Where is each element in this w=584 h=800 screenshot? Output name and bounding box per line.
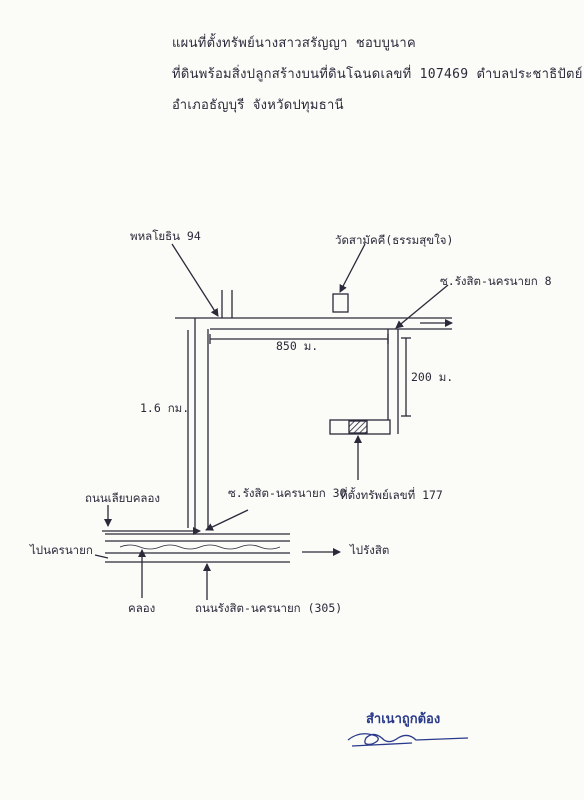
signature [347, 733, 469, 747]
label-distance-200: 200 ม. [411, 370, 454, 384]
header-line-2: ที่ดินพร้อมสิ่งปลูกสร้างบนที่ดินโฉนดเลขท… [172, 67, 583, 82]
temple-leader [339, 243, 366, 293]
label-distance-16: 1.6 กม. [140, 401, 190, 415]
property-hatched [348, 420, 368, 434]
label-canal-road: ถนนเลียบคลอง [85, 491, 160, 505]
label-distance-850: 850 ม. [276, 339, 319, 353]
certified-copy-stamp: สำเนาถูกต้อง [366, 712, 441, 727]
header-line-3: อำเภอธัญบุรี จังหวัดปทุมธานี [172, 98, 344, 113]
soi8-leader [395, 284, 449, 329]
to-nakhon-nayok-line [94, 554, 109, 559]
label-phahon-94: พหลโยธิน 94 [130, 229, 201, 243]
label-temple: วัดสามัคคี(ธรรมสุขใจ) [335, 233, 454, 247]
soi30-leader [205, 509, 249, 531]
temple-marker [332, 293, 349, 313]
label-property: ที่ตั้งทรัพย์เลขที่ 177 [340, 488, 443, 502]
canal-water [119, 544, 281, 550]
label-soi-rangsit-8: ซ.รังสิต-นครนายก 8 [440, 274, 552, 288]
property-plot [329, 419, 391, 435]
label-canal: คลอง [128, 601, 156, 615]
label-to-rangsit: ไปรังสิต [350, 543, 390, 557]
header-line-1: แผนที่ตั้งทรัพย์นางสาวสรัญญา ชอบบูนาค [172, 36, 416, 51]
label-to-nakhon-nayok: ไปนครนายก [30, 543, 93, 557]
label-main-road: ถนนรังสิต-นครนายก (305) [195, 601, 343, 615]
phahon-leader [171, 243, 219, 317]
label-soi-rangsit-30: ซ.รังสิต-นครนายก 30 [228, 486, 347, 500]
